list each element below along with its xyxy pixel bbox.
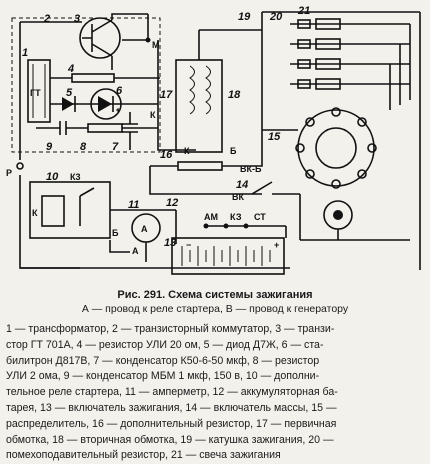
battery-cells [181,246,271,266]
label-k3: К3 [70,172,81,182]
distributor-15 [297,109,375,187]
label-11: 11 [128,199,139,211]
spark-plugs-21 [290,18,411,110]
legend-line: тарея, 13 — включатель зажигания, 14 — в… [6,401,337,414]
label-13: 13 [164,237,176,249]
label-ammeter-a: A [141,224,148,234]
legend-line: 1 — трансформатор, 2 — транзисторный ком… [6,323,335,335]
label-17: 17 [160,89,173,101]
label-5: 5 [66,87,73,99]
transformer-windings [32,64,46,118]
capacitor-7 [122,112,138,150]
label-b-relay: Б [112,228,119,238]
switch-module-box [11,17,161,153]
label-10: 10 [46,171,59,183]
legend-line: обмотка, 18 — вторичная обмотка, 19 — ка… [6,433,334,446]
label-8: 8 [80,141,87,153]
label-1: 1 [22,47,28,59]
cap7-plus [116,108,120,112]
label-minus: − [186,240,191,250]
ammeter-wires [110,209,177,262]
label-7: 7 [112,141,119,153]
label-4: 4 [67,63,74,75]
resistor-4 [71,73,115,83]
zener-6-triangle [98,96,112,112]
label-b-coil: Б [230,146,237,156]
label-14: 14 [236,179,248,191]
legend-line: УЛИ 2 ома, 9 — конденсатор МБМ 1 мкф, 15… [6,370,320,383]
transistor-leads [82,19,113,57]
zener-6 [90,88,122,120]
label-vk-b: ВК-Б [240,164,262,174]
label-6: 6 [116,85,123,97]
label-p: Р [6,168,12,178]
label-3: 3 [74,13,80,25]
primary-winding-17 [189,65,195,115]
figure-legend: 1 — трансформатор, 2 — транзисторный ком… [6,322,424,464]
legend-line: распределитель, 16 — дополнительный рези… [6,417,337,430]
legend-line: стор ГТ 701А, 4 — резистор УЛИ 20 ом, 5 … [6,338,324,351]
figure-title: Рис. 291. Схема системы зажигания [117,289,313,301]
label-a: А [132,246,139,256]
label-plus: + [274,240,279,250]
legend-line: тельное реле стартера, 11 — амперметр, 1… [6,386,338,399]
label-21: 21 [297,5,310,17]
label-st: СТ [254,212,266,222]
label-15: 15 [268,131,281,143]
figure-subtitle: А — провод к реле стартера, В — провод к… [81,303,349,315]
battery-12 [171,237,285,275]
diode-5 [62,97,74,111]
breaker-wire [300,229,410,241]
label-16: 16 [160,149,173,161]
label-m: М [152,40,160,50]
legend-line: помехоподавительный резистор, 21 — свеча… [6,449,281,462]
relay-coil [41,195,65,227]
module-right-bus [157,40,196,151]
label-20: 20 [269,11,283,23]
ignition-circuit-diagram: 2 3 19 20 21 1 4 5 6 18 17 9 8 7 15 16 1… [6,5,421,275]
label-am: АМ [204,212,218,222]
coil-hv-wire [198,29,262,60]
terminal-p [16,162,24,170]
mass-switch-14 [251,181,300,195]
label-k-switch: К [150,110,156,120]
capacitor-9 [36,121,88,135]
label-12: 12 [166,197,178,209]
relay-contact [79,187,95,226]
vk-wire [149,166,262,195]
label-vk: ВК [232,192,244,202]
label-k-coil: К [184,146,190,156]
ignition-coil-19 [175,59,223,153]
legend-line: билитрон Д817В, 7 — конденсатор К50-6-50… [6,354,320,367]
resistor-16-wire [150,130,263,167]
transistor-wires [111,13,148,70]
label-2: 2 [43,13,50,25]
label-k3-bottom: КЗ [230,212,242,222]
label-9: 9 [46,141,53,153]
secondary-winding-18 [205,65,211,115]
resistor-16 [177,161,223,171]
label-transformer: ГТ [30,88,41,98]
label-19: 19 [238,11,251,23]
label-k-relay: К [32,208,38,218]
relay-out-wire [109,240,130,253]
distributor-rotor [315,127,357,169]
hv-frame [261,11,421,270]
resistor-8 [87,123,123,133]
label-18: 18 [228,89,241,101]
transformer-1 [27,59,51,123]
